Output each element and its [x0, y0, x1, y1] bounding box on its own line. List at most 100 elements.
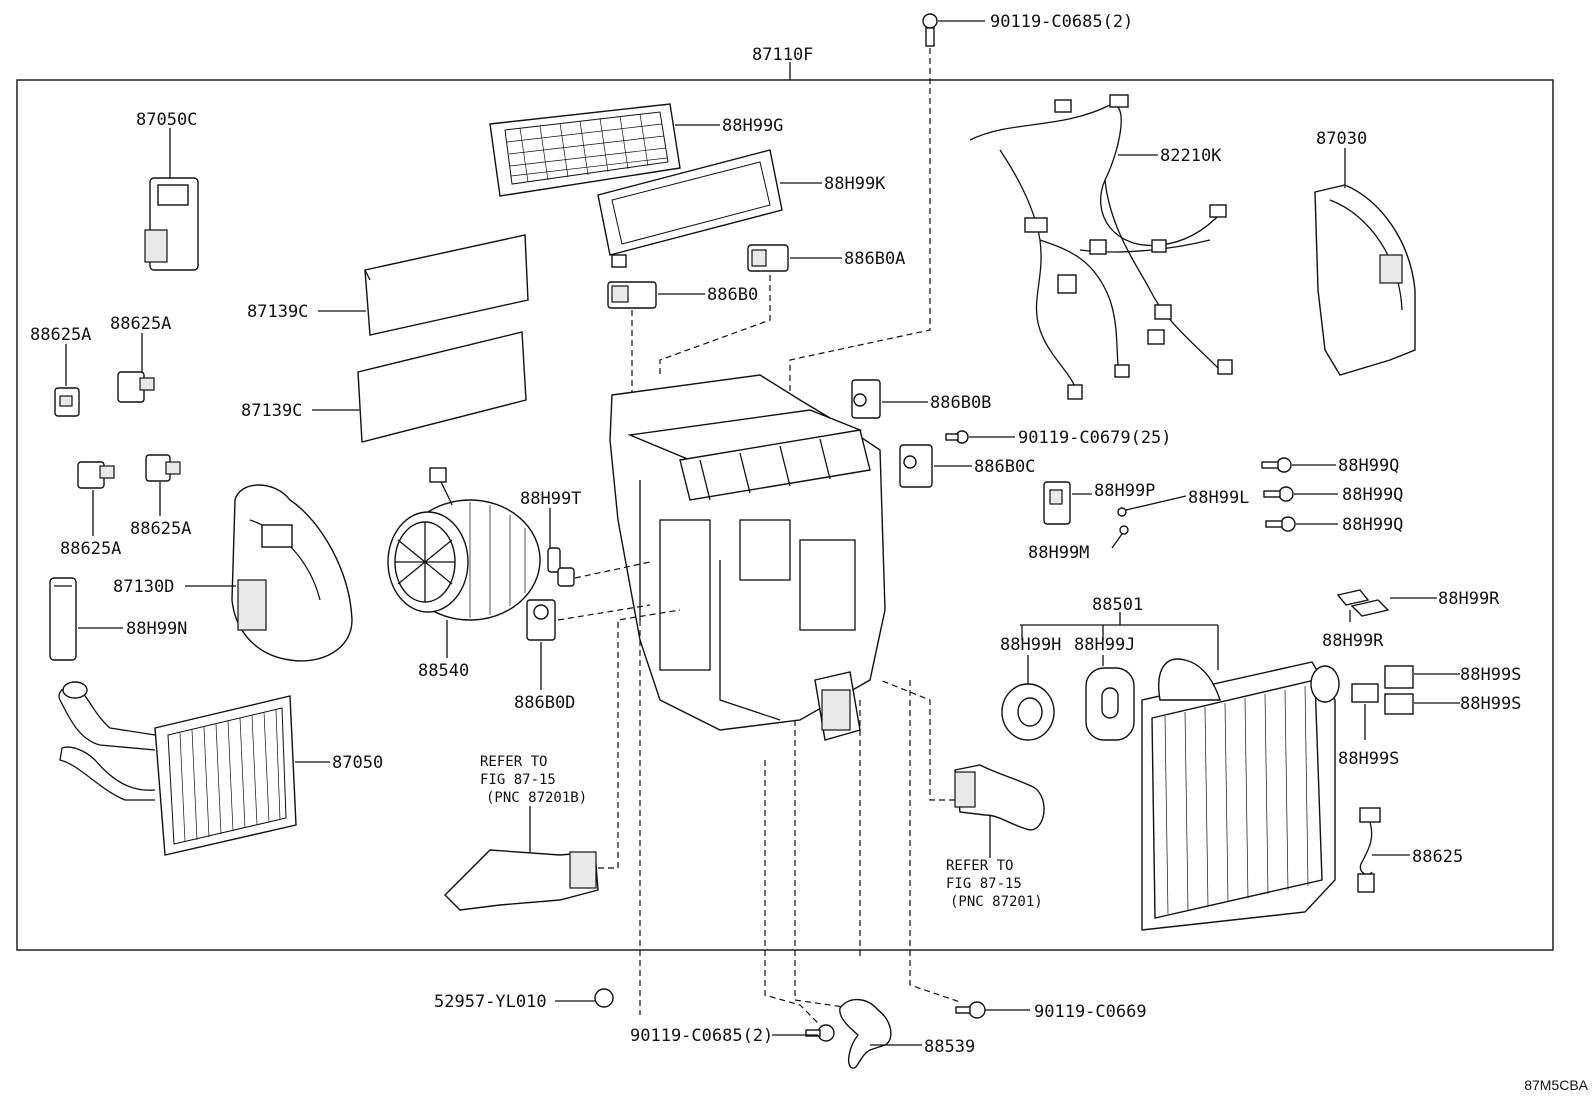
- part-88h99n[interactable]: [49, 577, 77, 661]
- label-88h99k[interactable]: 88H99K: [824, 174, 886, 194]
- label-88h99s-2[interactable]: 88H99S: [1460, 694, 1521, 714]
- label-88h99s-1[interactable]: 88H99S: [1460, 665, 1521, 685]
- label-88625a-3[interactable]: 88625A: [60, 539, 121, 559]
- part-88h99r[interactable]: [1336, 589, 1390, 617]
- part-87139c-upper[interactable]: [364, 234, 529, 336]
- part-88h99s-3[interactable]: [1351, 683, 1379, 703]
- part-87030[interactable]: [1314, 184, 1416, 376]
- label-88h99q-1[interactable]: 88H99Q: [1338, 456, 1399, 476]
- label-87050[interactable]: 87050: [332, 753, 383, 773]
- part-88h99m[interactable]: [1119, 525, 1129, 535]
- part-87139c-lower[interactable]: [357, 331, 527, 443]
- label-88h99q-2[interactable]: 88H99Q: [1342, 485, 1403, 505]
- label-886b0d[interactable]: 886B0D: [514, 693, 575, 713]
- label-88625a-2[interactable]: 88625A: [110, 314, 171, 334]
- part-88625a-4[interactable]: [145, 454, 181, 482]
- ref-right-line2[interactable]: FIG 87-15: [946, 876, 1022, 892]
- screw-88h99q-2[interactable]: [1263, 486, 1294, 502]
- label-90119-c0679[interactable]: 90119-C0679(25): [1018, 428, 1172, 448]
- label-886b0a[interactable]: 886B0A: [844, 249, 905, 269]
- part-88h99s-1[interactable]: [1384, 665, 1414, 689]
- part-87050c[interactable]: [144, 177, 199, 271]
- label-87139c-lower[interactable]: 87139C: [241, 401, 302, 421]
- dash-886b0d: [557, 604, 651, 621]
- part-886b0c[interactable]: [899, 444, 933, 488]
- dash-right-duct: [879, 679, 955, 801]
- label-82210k[interactable]: 82210K: [1160, 146, 1222, 166]
- screw-90119-c0679[interactable]: [945, 430, 969, 444]
- label-88h99q-3[interactable]: 88H99Q: [1342, 515, 1403, 535]
- part-hvac-case[interactable]: [609, 374, 886, 741]
- ref-left-line2[interactable]: FIG 87-15: [480, 772, 556, 788]
- label-88501[interactable]: 88501: [1092, 595, 1143, 615]
- part-88540[interactable]: [387, 467, 541, 621]
- label-886b0[interactable]: 886B0: [707, 285, 758, 305]
- part-886b0[interactable]: [607, 281, 657, 309]
- part-52957-yl010[interactable]: [594, 988, 614, 1008]
- part-88625a-1[interactable]: [54, 387, 80, 417]
- label-886b0b[interactable]: 886B0B: [930, 393, 991, 413]
- label-87030[interactable]: 87030: [1316, 129, 1367, 149]
- label-88h99n[interactable]: 88H99N: [126, 619, 187, 639]
- part-82210k[interactable]: [969, 94, 1233, 400]
- part-886b0a[interactable]: [747, 244, 789, 272]
- ref-right-line1[interactable]: REFER TO: [946, 858, 1013, 874]
- ref-left-line1[interactable]: REFER TO: [480, 754, 547, 770]
- part-886b0b[interactable]: [851, 379, 881, 419]
- part-88539[interactable]: [839, 998, 892, 1069]
- part-right-duct[interactable]: [954, 764, 1045, 831]
- screw-90119-c0685-bottom[interactable]: [805, 1024, 835, 1042]
- part-88h99s-2[interactable]: [1384, 693, 1414, 715]
- label-88h99h[interactable]: 88H99H: [1000, 635, 1061, 655]
- dash-left-duct: [598, 609, 681, 869]
- part-87050[interactable]: [58, 681, 297, 856]
- part-evaporator-core[interactable]: [1141, 658, 1340, 931]
- label-87130d[interactable]: 87130D: [113, 577, 174, 597]
- part-88h99l[interactable]: [1117, 507, 1127, 517]
- label-87050c[interactable]: 87050C: [136, 110, 197, 130]
- label-88539[interactable]: 88539: [924, 1037, 975, 1057]
- label-88h99t[interactable]: 88H99T: [520, 489, 581, 509]
- label-88625a-1[interactable]: 88625A: [30, 325, 91, 345]
- label-886b0c[interactable]: 886B0C: [974, 457, 1035, 477]
- part-88h99t[interactable]: [547, 547, 575, 587]
- label-90119-c0685-top[interactable]: 90119-C0685(2): [990, 12, 1133, 32]
- label-88540[interactable]: 88540: [418, 661, 469, 681]
- part-88h99h[interactable]: [1001, 683, 1055, 741]
- label-88h99g[interactable]: 88H99G: [722, 116, 783, 136]
- screw-88h99q-1[interactable]: [1261, 457, 1292, 473]
- label-52957-yl010[interactable]: 52957-YL010: [434, 992, 547, 1012]
- part-88625a-3[interactable]: [77, 461, 115, 489]
- leader-88h99l: [1125, 495, 1187, 511]
- part-left-duct[interactable]: [444, 849, 599, 911]
- part-886b0d[interactable]: [526, 599, 556, 641]
- label-88h99p[interactable]: 88H99P: [1094, 481, 1155, 501]
- part-88625a-2[interactable]: [117, 371, 155, 403]
- screw-88h99q-3[interactable]: [1265, 516, 1296, 532]
- label-88h99r-2[interactable]: 88H99R: [1322, 631, 1384, 651]
- diagram-code: 87M5CBA: [1524, 1077, 1588, 1093]
- assembly-label[interactable]: 87110F: [752, 45, 813, 65]
- part-88h99p[interactable]: [1043, 481, 1071, 525]
- label-87139c-upper[interactable]: 87139C: [247, 302, 308, 322]
- label-88625a-4[interactable]: 88625A: [130, 519, 191, 539]
- label-88h99r-1[interactable]: 88H99R: [1438, 589, 1500, 609]
- part-88h99k[interactable]: [597, 149, 783, 268]
- label-88h99l[interactable]: 88H99L: [1188, 488, 1249, 508]
- screw-top[interactable]: [922, 13, 938, 47]
- ref-right-line3[interactable]: (PNC 87201): [950, 894, 1043, 910]
- part-88h99g[interactable]: [489, 103, 681, 197]
- label-90119-c0685-bottom[interactable]: 90119-C0685(2): [630, 1026, 773, 1046]
- label-88h99j[interactable]: 88H99J: [1074, 635, 1135, 655]
- ref-left-line3[interactable]: (PNC 87201B): [486, 790, 587, 806]
- dash-top-screw: [789, 48, 931, 395]
- label-88h99s-3[interactable]: 88H99S: [1338, 749, 1399, 769]
- screw-90119-c0669[interactable]: [955, 1001, 986, 1019]
- part-88h99j[interactable]: [1085, 667, 1135, 741]
- label-88625[interactable]: 88625: [1412, 847, 1463, 867]
- label-88h99m[interactable]: 88H99M: [1028, 543, 1089, 563]
- part-88625[interactable]: [1357, 807, 1381, 893]
- part-87130d[interactable]: [231, 484, 353, 662]
- label-90119-c0669[interactable]: 90119-C0669: [1034, 1002, 1147, 1022]
